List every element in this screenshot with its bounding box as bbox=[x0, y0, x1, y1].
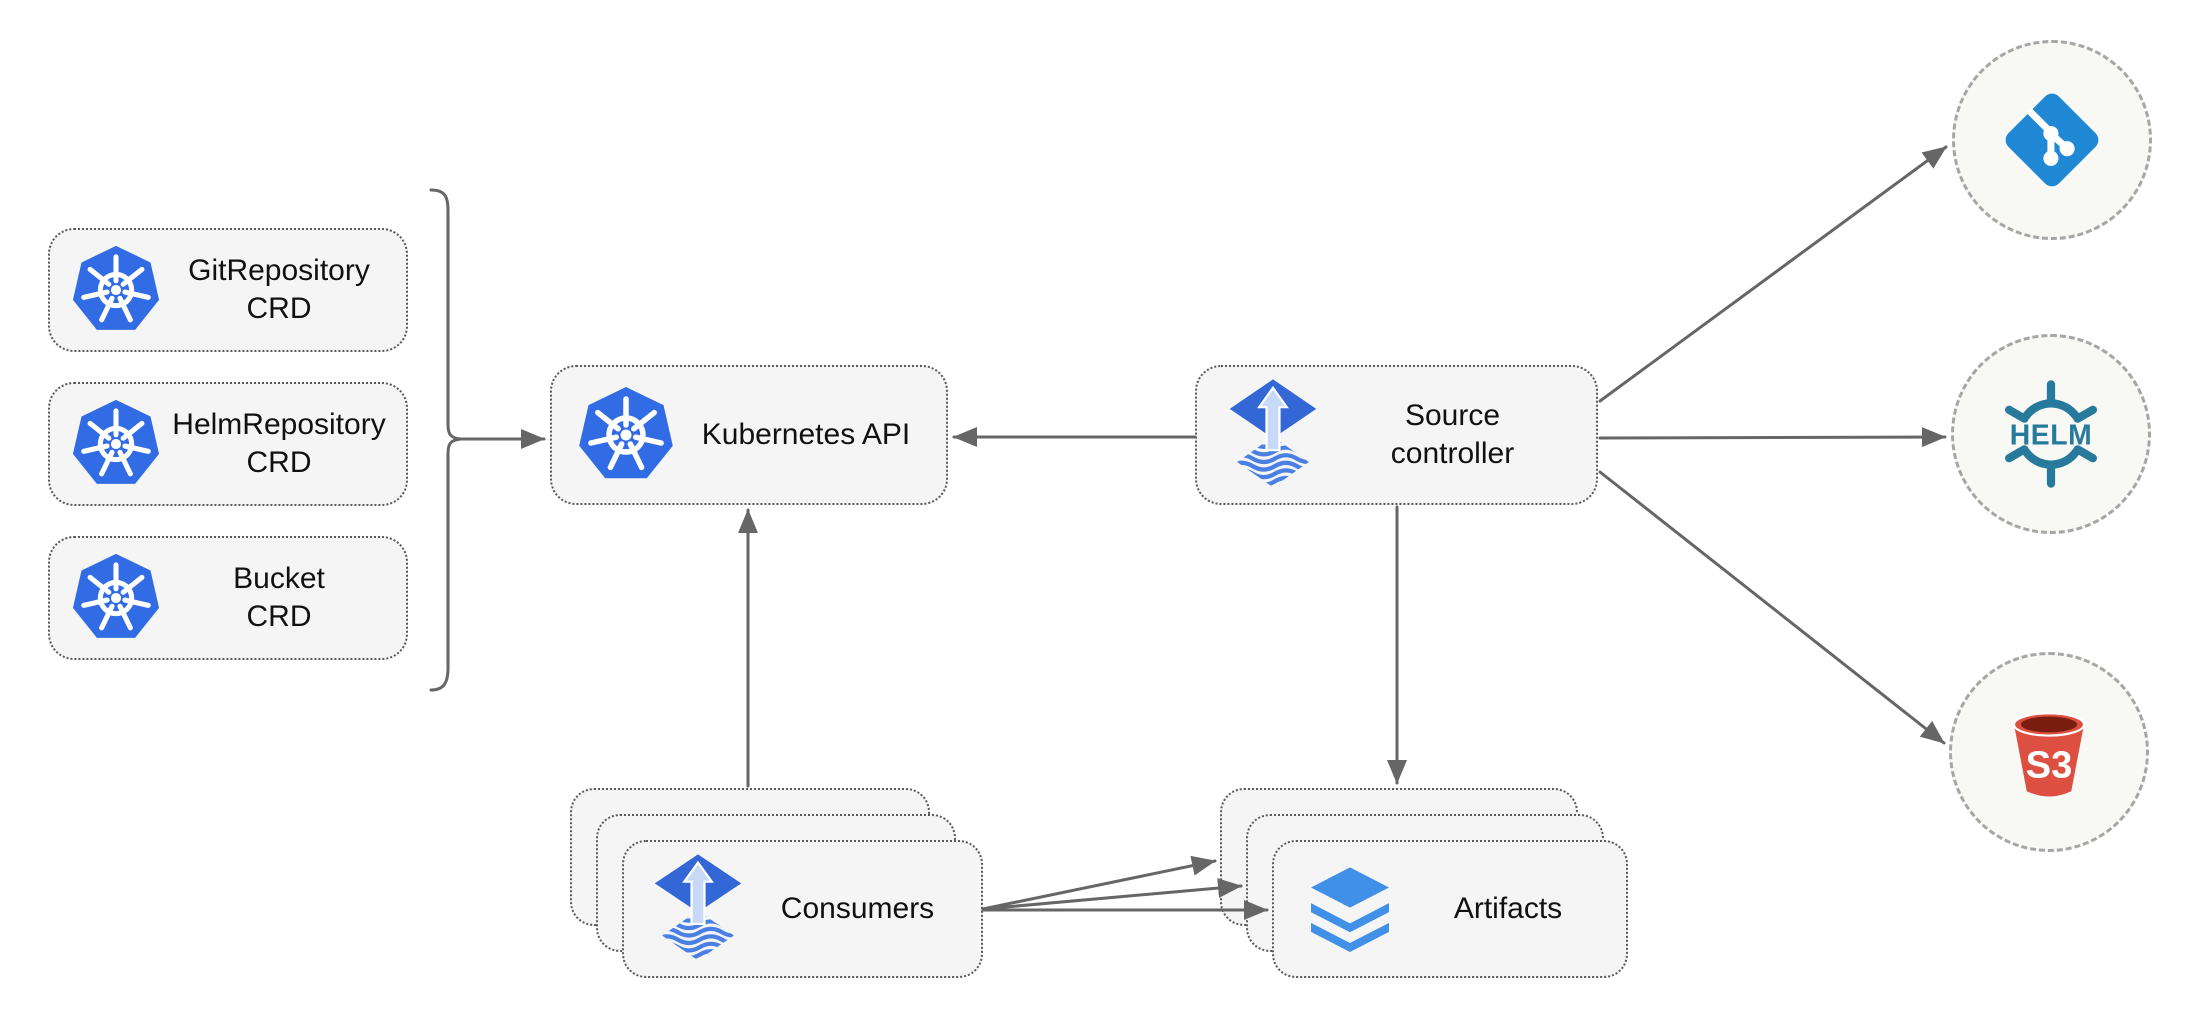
endpoint-git bbox=[1952, 40, 2152, 240]
s3-logo-text: S3 bbox=[2026, 743, 2073, 786]
endpoint-s3: S3 bbox=[1949, 652, 2149, 852]
node-label: Source controller bbox=[1319, 397, 1596, 473]
node-kubernetes-api: Kubernetes API bbox=[550, 365, 948, 505]
node-gitrepository-crd: GitRepository CRD bbox=[48, 228, 408, 352]
node-bucket-crd: Bucket CRD bbox=[48, 536, 408, 660]
crd-label-line1: Bucket bbox=[233, 561, 325, 595]
node-artifacts: Artifacts bbox=[1272, 840, 1628, 978]
kubernetes-icon bbox=[576, 385, 676, 485]
node-artifacts-stack: Artifacts bbox=[1220, 788, 1630, 980]
node-label: Kubernetes API bbox=[676, 416, 946, 454]
arrow-source-controller-to-s3 bbox=[1598, 470, 1946, 745]
source-controller-label-line1: Source bbox=[1404, 398, 1501, 432]
endpoint-helm: HELM bbox=[1951, 334, 2151, 534]
consumers-label: Consumers bbox=[780, 891, 935, 925]
source-controller-label-line2: controller bbox=[1390, 437, 1515, 470]
arrow-source-controller-to-helm bbox=[1598, 427, 1947, 448]
crd-label-line1: HelmRepository bbox=[172, 407, 386, 441]
crd-group-bracket bbox=[429, 188, 462, 692]
crd-label-line2: CRD bbox=[246, 292, 312, 325]
artifacts-label: Artifacts bbox=[1453, 891, 1563, 925]
git-icon bbox=[2005, 93, 2099, 187]
layers-icon bbox=[1311, 867, 1389, 952]
kubernetes-icon bbox=[70, 552, 162, 644]
s3-bucket-icon: S3 bbox=[2012, 712, 2086, 797]
node-consumers-stack: Consumers bbox=[570, 788, 984, 980]
node-helmrepository-crd: HelmRepository CRD bbox=[48, 382, 408, 506]
crd-label-line2: CRD bbox=[246, 446, 312, 479]
arrow-consumers-to-artifacts-middle bbox=[981, 878, 1243, 911]
node-consumers: Consumers bbox=[622, 840, 983, 978]
helm-icon: HELM bbox=[2004, 380, 2098, 488]
arrow-consumers-to-artifacts-back bbox=[981, 855, 1217, 911]
kubernetes-icon bbox=[70, 244, 162, 336]
arrow-source-controller-to-git bbox=[1598, 145, 1948, 403]
crd-label-line2: CRD bbox=[246, 600, 312, 633]
helm-logo-text: HELM bbox=[2010, 420, 2093, 452]
flux-icon bbox=[652, 851, 744, 967]
kubernetes-icon bbox=[70, 398, 162, 490]
node-source-controller: Source controller bbox=[1195, 365, 1598, 505]
node-label: Consumers bbox=[744, 890, 981, 928]
node-label: Bucket CRD bbox=[162, 560, 406, 636]
kubernetes-api-label: Kubernetes API bbox=[701, 417, 911, 451]
node-label: Artifacts bbox=[1400, 890, 1626, 928]
node-label: GitRepository CRD bbox=[162, 252, 406, 328]
flux-icon bbox=[1227, 376, 1319, 494]
crd-label-line1: GitRepository bbox=[188, 253, 370, 287]
node-label: HelmRepository CRD bbox=[162, 406, 406, 482]
